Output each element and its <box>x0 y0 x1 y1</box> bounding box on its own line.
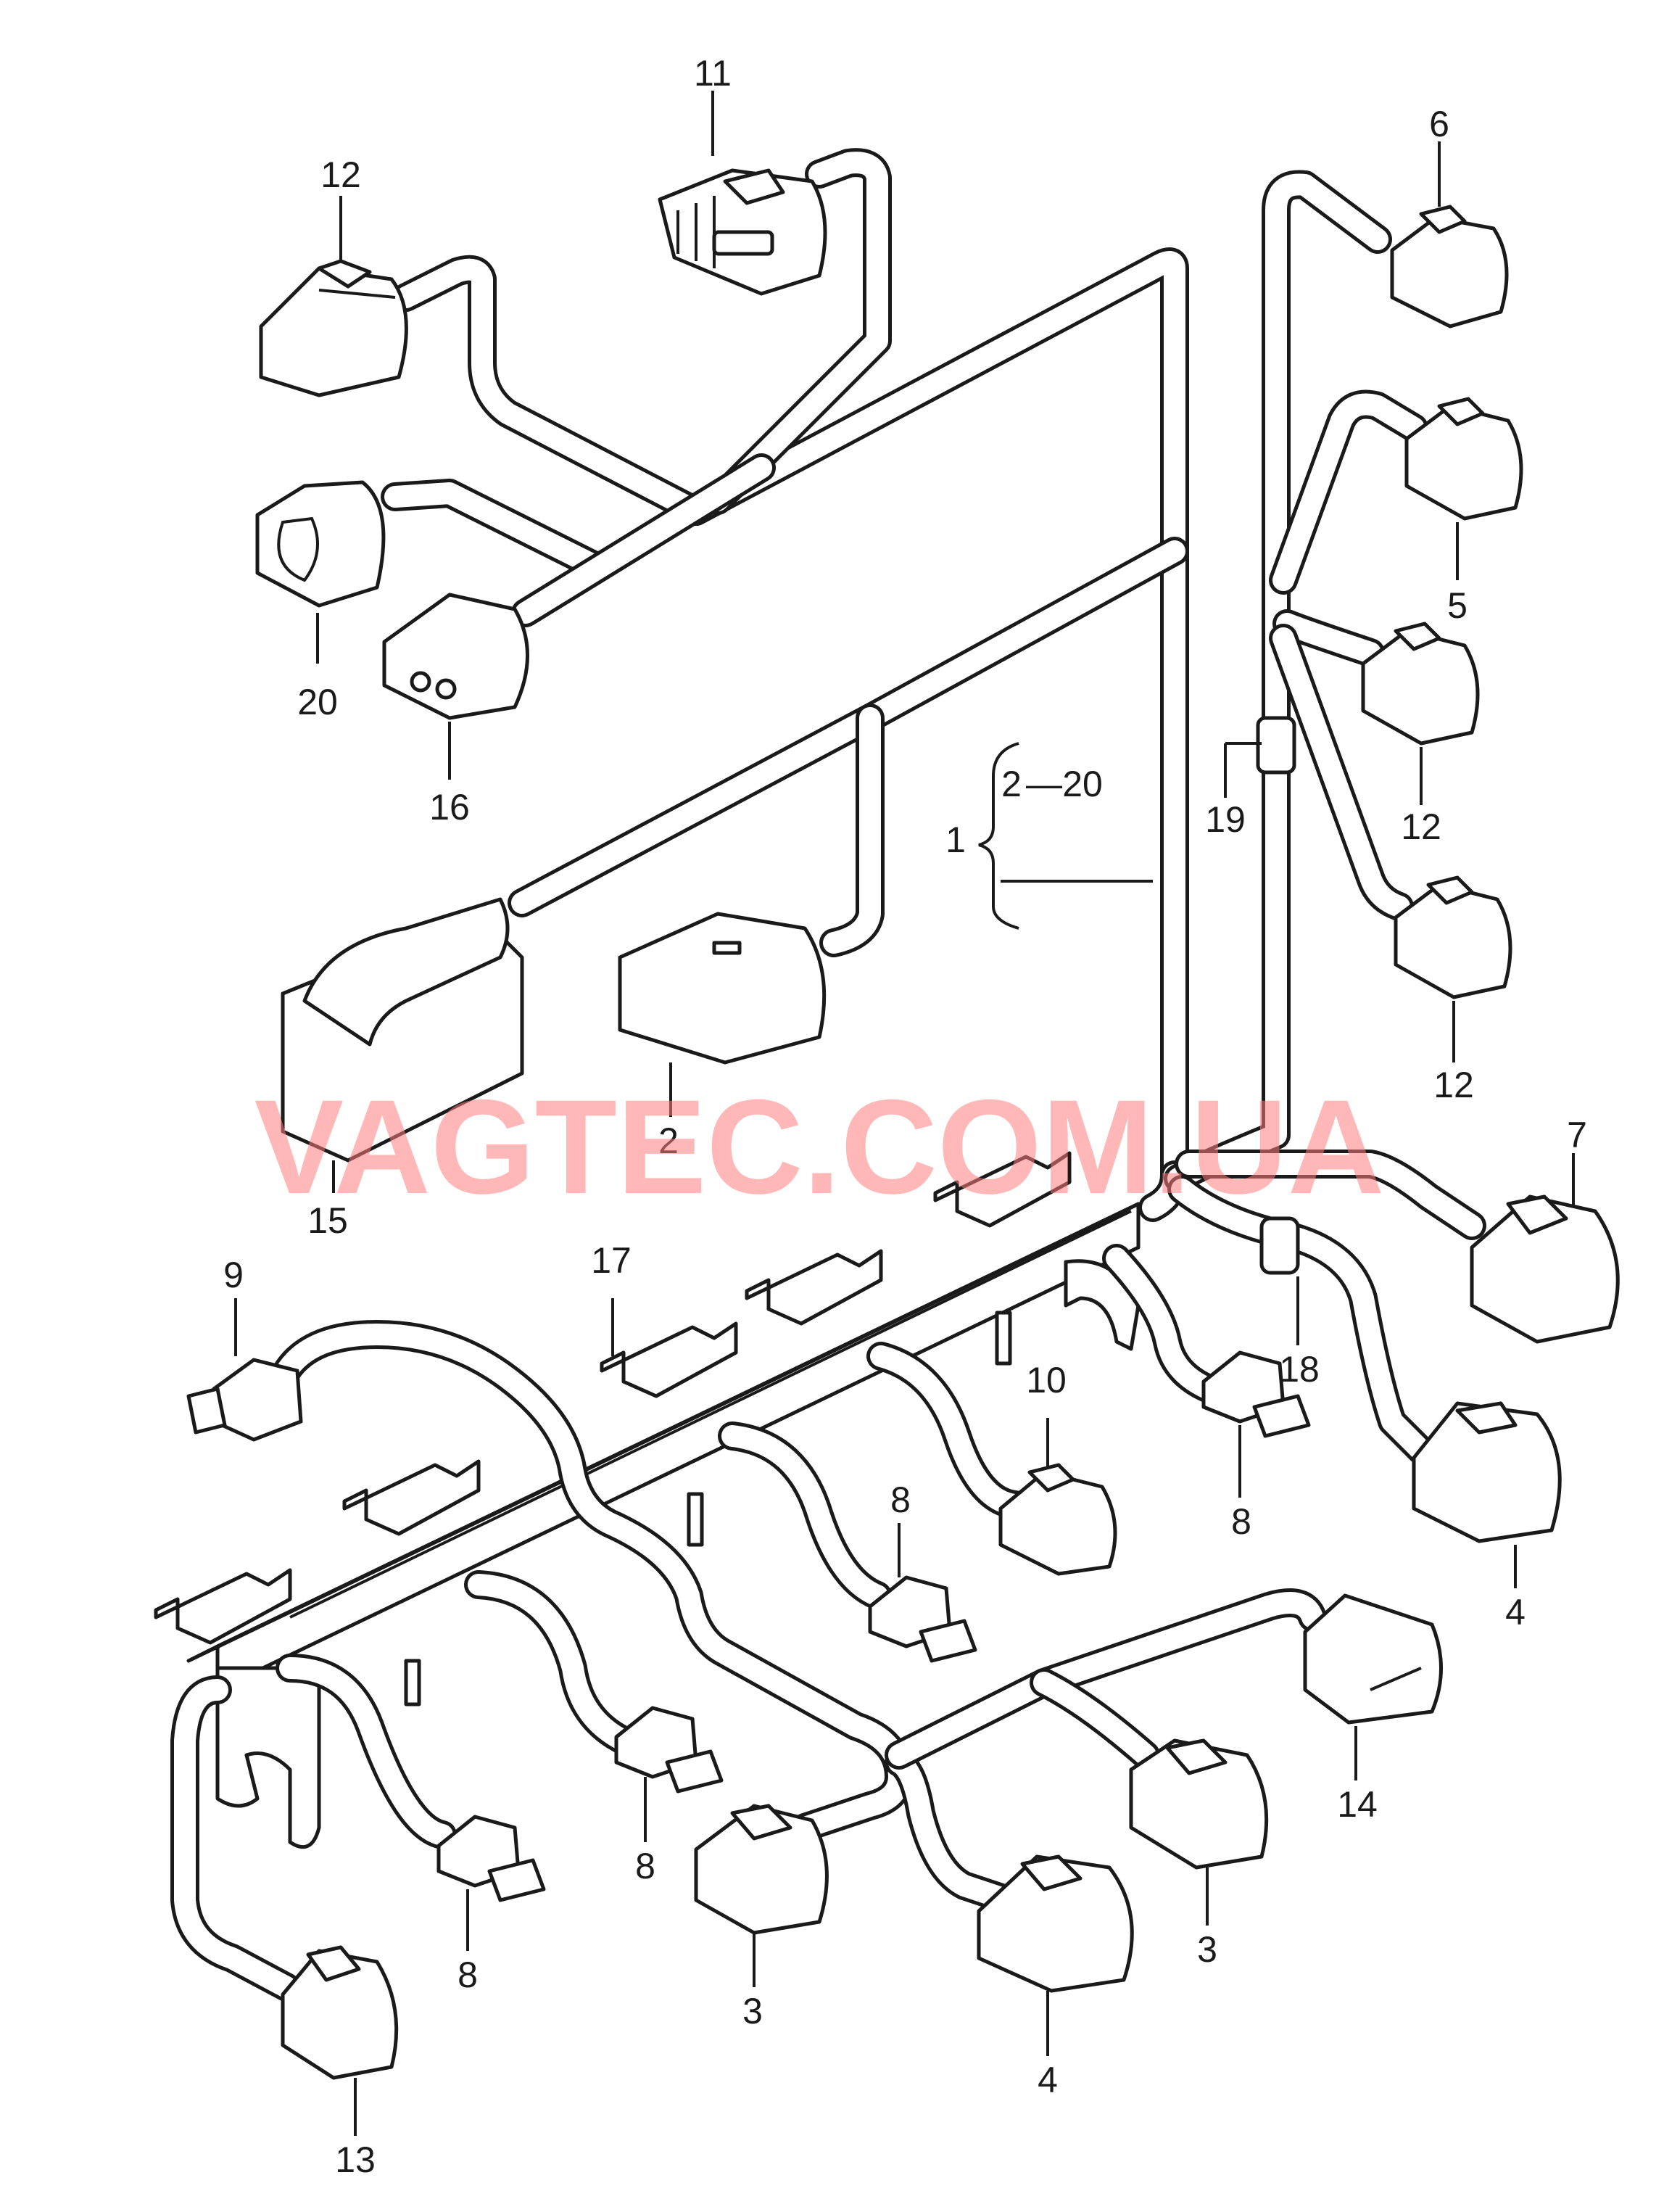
connector-12-b <box>1361 622 1480 746</box>
callout-8-d: 8 <box>458 1955 478 1995</box>
callout-labels: 11 12 6 5 20 16 12 19 12 15 2 7 9 17 10 … <box>223 53 1587 2180</box>
connector-6 <box>1390 205 1509 329</box>
callout-8-b: 8 <box>1231 1501 1251 1542</box>
callout-3-b: 3 <box>1197 1929 1217 1970</box>
watermark: VAGTEC.COM.UA <box>254 1073 1385 1222</box>
connector-12-c <box>1394 875 1512 999</box>
connector-5 <box>1404 397 1523 521</box>
callout-8-a: 8 <box>890 1480 911 1520</box>
callout-11: 11 <box>694 53 732 94</box>
callout-10: 10 <box>1026 1360 1067 1400</box>
callout-12-c: 12 <box>1433 1065 1474 1105</box>
connector-15 <box>281 897 524 1163</box>
leader-lines <box>234 91 1575 2136</box>
callout-20: 20 <box>297 682 338 722</box>
callout-15: 15 <box>307 1200 348 1241</box>
callout-3-a: 3 <box>742 1991 763 2031</box>
connector-10 <box>998 1463 1117 1576</box>
callout-8-c: 8 <box>635 1846 655 1886</box>
callout-5: 5 <box>1447 585 1468 626</box>
callout-7: 7 <box>1567 1115 1587 1155</box>
sleeve-19 <box>1256 716 1296 775</box>
connector-13 <box>281 1945 399 2080</box>
callout-14: 14 <box>1337 1784 1378 1825</box>
upper-wire-bundle <box>381 148 1486 1465</box>
bracket-range-from: 2 <box>1001 764 1022 804</box>
connector-20 <box>255 480 386 608</box>
callout-19: 19 <box>1205 799 1246 840</box>
connector-8-b <box>1201 1350 1311 1438</box>
connector-2 <box>618 912 827 1065</box>
callout-4-a: 4 <box>1505 1592 1526 1633</box>
callout-18: 18 <box>1279 1349 1320 1390</box>
lower-wire-bundle <box>170 1244 1327 2002</box>
bracket-range-to: 20 <box>1062 764 1103 804</box>
connector-8-a <box>868 1575 977 1663</box>
bracket-range-separator: — <box>1026 764 1062 804</box>
callout-12-a: 12 <box>320 154 361 195</box>
connector-4-a <box>1412 1401 1562 1543</box>
connector-16 <box>382 593 529 720</box>
callout-13: 13 <box>335 2139 376 2180</box>
callout-2: 2 <box>658 1121 679 1161</box>
connector-7 <box>1470 1194 1620 1344</box>
connector-3-a <box>1129 1738 1269 1870</box>
connector-11 <box>658 168 827 296</box>
connector-8-c <box>614 1706 724 1794</box>
connector-8-d <box>436 1815 546 1902</box>
callout-4-b: 4 <box>1038 2060 1058 2100</box>
callout-9: 9 <box>223 1255 244 1295</box>
connector-3-b <box>694 1804 829 1935</box>
group-bracket: 1 2 — 20 <box>945 742 1153 930</box>
connector-9 <box>186 1358 303 1442</box>
bracket-main-label: 1 <box>945 820 966 860</box>
callout-17: 17 <box>591 1240 632 1281</box>
callout-6: 6 <box>1429 104 1449 144</box>
connector-12-a <box>259 259 408 397</box>
callout-16: 16 <box>429 787 470 828</box>
callout-12-b: 12 <box>1401 806 1441 847</box>
connector-4-b <box>977 1854 1134 1993</box>
sleeve-18 <box>1259 1216 1300 1275</box>
connector-14 <box>1303 1593 1443 1725</box>
connector-rail <box>154 1151 1141 1849</box>
